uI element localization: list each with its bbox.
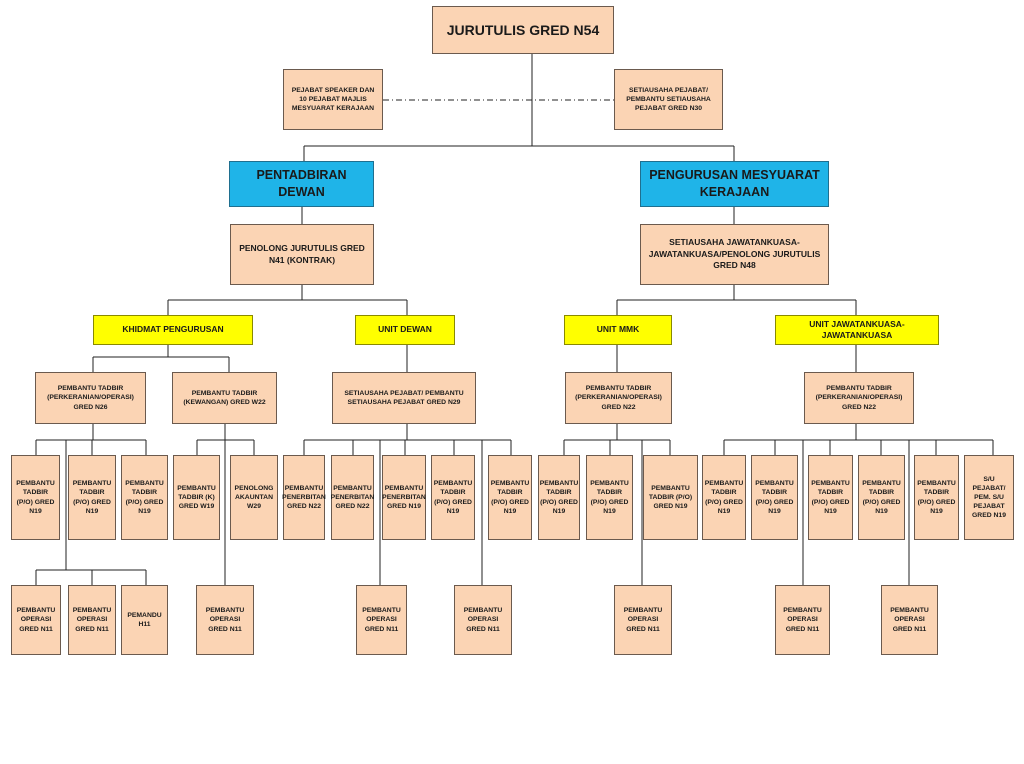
leaf-label: PEMBANTU TADBIR (P/O) GRED N19 (125, 480, 164, 515)
sp-n29-label: SETIAUSAHA PEJABAT/ PEMBANTU SETIAUSAHA … (344, 389, 464, 406)
pengurusan-mesyuarat-box: PENGURUSAN MESYUARAT KERAJAAN (640, 161, 829, 207)
pt-n26-box: PEMBANTU TADBIR (PERKERANIAN/OPERASI) GR… (35, 372, 146, 424)
pt-mmk-n22-label: PEMBANTU TADBIR (PERKERANIAN/OPERASI) GR… (575, 385, 662, 411)
bottom-label: PEMBANTU OPERASI GRED N11 (362, 607, 401, 633)
leaf-label: PEMBANTU TADBIR (P/O) GRED N19 (917, 480, 956, 515)
unit-jawatankuasa-label: UNIT JAWATANKUASA-JAWATANKUASA (809, 318, 905, 340)
setiausaha-n48-label: SETIAUSAHA JAWATANKUASA-JAWATANKUASA/PEN… (648, 237, 821, 271)
leaf-box: PEMBANTU TADBIR (K) GRED W19 (173, 455, 220, 540)
bottom-box: PEMBANTU OPERASI GRED N11 (196, 585, 254, 655)
bottom-box: PEMBANTU OPERASI GRED N11 (775, 585, 830, 655)
bottom-label: PEMBANTU OPERASI GRED N11 (16, 607, 56, 633)
leaf-label: PEMBANTU TADBIR (P/O) GRED N19 (490, 480, 530, 515)
pentadbiran-dewan-box: PENTADBIRAN DEWAN (229, 161, 374, 207)
pentadbiran-dewan-label: PENTADBIRAN DEWAN (256, 168, 347, 199)
leaf-box: PEMBANTU PENERBITAN GRED N22 (282, 455, 326, 540)
leaf-box: PEMBANTU TADBIR (P/O) GRED N19 (808, 455, 853, 540)
bottom-box: PEMANDU H11 (121, 585, 168, 655)
leaf-box: PEMBANTU PENERBITAN GRED N19 (382, 455, 426, 540)
bottom-label: PEMBANTU OPERASI GRED N11 (783, 607, 822, 633)
bottom-box: PEMBANTU OPERASI GRED N11 (68, 585, 116, 655)
leaf-box: PEMBANTU TADBIR (P/O) GRED N19 (431, 455, 475, 540)
pt-n26-label: PEMBANTU TADBIR (PERKERANIAN/OPERASI) GR… (47, 385, 134, 411)
speaker-office-label: PEJABAT SPEAKER DAN 10 PEJABAT MAJLIS ME… (291, 86, 375, 113)
leaf-label: S/U PEJABAT/ PEM. S/U PEJABAT GRED N19 (972, 475, 1006, 520)
leaf-box: PEMBANTU TADBIR (P/O) GRED N19 (68, 455, 116, 540)
leaf-label: PEMBANTU TADBIR (K) GRED W19 (177, 484, 216, 511)
speaker-office-box: PEJABAT SPEAKER DAN 10 PEJABAT MAJLIS ME… (283, 69, 383, 130)
unit-jawatankuasa-box: UNIT JAWATANKUASA-JAWATANKUASA (775, 315, 939, 345)
bottom-box: PEMBANTU OPERASI GRED N11 (11, 585, 61, 655)
bottom-label: PEMBANTU OPERASI GRED N11 (890, 607, 929, 633)
pt-w22-box: PEMBANTU TADBIR (KEWANGAN) GRED W22 (172, 372, 277, 424)
leaf-label: PEMBANTU TADBIR (P/O) GRED N19 (811, 480, 850, 515)
pt-jk-n22-label: PEMBANTU TADBIR (PERKERANIAN/OPERASI) GR… (815, 385, 903, 411)
pengurusan-mesyuarat-label: PENGURUSAN MESYUARAT KERAJAAN (649, 168, 820, 199)
unit-mmk-label: UNIT MMK (596, 324, 640, 335)
leaf-label: PEMBANTU TADBIR (P/O) GRED N19 (539, 480, 579, 515)
leaf-label: PEMBANTU PENERBITAN GRED N22 (282, 484, 326, 511)
bottom-label: PEMBANTU OPERASI GRED N11 (463, 607, 503, 633)
leaf-box: PEMBANTU TADBIR (P/O) GRED N19 (858, 455, 905, 540)
penolong-n41-box: PENOLONG JURUTULIS GRED N41 (KONTRAK) (230, 224, 374, 285)
leaf-label: PEMBANTU PENERBITAN GRED N19 (382, 484, 426, 511)
leaf-label: PEMBANTU TADBIR (P/O) GRED N19 (433, 480, 473, 515)
bottom-label: PEMBANTU OPERASI GRED N11 (72, 607, 112, 633)
bottom-label: PEMANDU H11 (127, 611, 162, 628)
leaf-box: PEMBANTU TADBIR (P/O) GRED N19 (488, 455, 532, 540)
leaf-box: PEMBANTU TADBIR (P/O) GRED N19 (11, 455, 60, 540)
leaf-box: PEMBANTU TADBIR (P/O) GRED N19 (914, 455, 959, 540)
leaf-label: PEMBANTU TADBIR (P/O) GRED N19 (16, 480, 55, 515)
root-box: JURUTULIS GRED N54 (432, 6, 614, 54)
leaf-box: PEMBANTU TADBIR (P/O) GRED N19 (586, 455, 633, 540)
bottom-box: PEMBANTU OPERASI GRED N11 (881, 585, 938, 655)
penolong-n41-label: PENOLONG JURUTULIS GRED N41 (KONTRAK) (239, 243, 365, 265)
leaf-box: PEMBANTU TADBIR (P/O) GRED N19 (538, 455, 580, 540)
leaf-box: PEMBANTU TADBIR (P/O) GRED N19 (121, 455, 168, 540)
leaf-label: PENOLONG AKAUNTAN W29 (234, 484, 274, 511)
leaf-box: PEMBANTU TADBIR (P/O) GRED N19 (751, 455, 798, 540)
pt-w22-label: PEMBANTU TADBIR (KEWANGAN) GRED W22 (183, 389, 266, 406)
leaf-label: PEMBANTU TADBIR (P/O) GRED N19 (704, 480, 744, 515)
pt-jk-n22-box: PEMBANTU TADBIR (PERKERANIAN/OPERASI) GR… (804, 372, 914, 424)
unit-mmk-box: UNIT MMK (564, 315, 672, 345)
leaf-label: PEMBANTU TADBIR (P/O) GRED N19 (862, 480, 901, 515)
unit-dewan-label: UNIT DEWAN (378, 324, 432, 335)
leaf-box: PEMBANTU PENERBITAN GRED N22 (331, 455, 374, 540)
setiausaha-n48-box: SETIAUSAHA JAWATANKUASA-JAWATANKUASA/PEN… (640, 224, 829, 285)
khidmat-pengurusan-box: KHIDMAT PENGURUSAN (93, 315, 253, 345)
pt-mmk-n22-box: PEMBANTU TADBIR (PERKERANIAN/OPERASI) GR… (565, 372, 672, 424)
sp-n29-box: SETIAUSAHA PEJABAT/ PEMBANTU SETIAUSAHA … (332, 372, 476, 424)
leaf-label: PEMBANTU TADBIR (P/O) GRED N19 (648, 484, 693, 511)
khidmat-pengurusan-label: KHIDMAT PENGURUSAN (122, 324, 224, 335)
leaf-label: PEMBANTU TADBIR (P/O) GRED N19 (72, 480, 112, 515)
bottom-box: PEMBANTU OPERASI GRED N11 (614, 585, 672, 655)
leaf-box: S/U PEJABAT/ PEM. S/U PEJABAT GRED N19 (964, 455, 1014, 540)
bottom-label: PEMBANTU OPERASI GRED N11 (623, 607, 663, 633)
leaf-box: PEMBANTU TADBIR (P/O) GRED N19 (702, 455, 746, 540)
bottom-box: PEMBANTU OPERASI GRED N11 (454, 585, 512, 655)
leaf-box: PENOLONG AKAUNTAN W29 (230, 455, 278, 540)
leaf-label: PEMBANTU PENERBITAN GRED N22 (330, 484, 375, 511)
secretary-n30-label: SETIAUSAHA PEJABAT/ PEMBANTU SETIAUSAHA … (626, 86, 711, 113)
leaf-label: PEMBANTU TADBIR (P/O) GRED N19 (590, 480, 629, 515)
unit-dewan-box: UNIT DEWAN (355, 315, 455, 345)
leaf-box: PEMBANTU TADBIR (P/O) GRED N19 (643, 455, 698, 540)
secretary-n30-box: SETIAUSAHA PEJABAT/ PEMBANTU SETIAUSAHA … (614, 69, 723, 130)
bottom-label: PEMBANTU OPERASI GRED N11 (205, 607, 245, 633)
root-label: JURUTULIS GRED N54 (446, 21, 600, 38)
bottom-box: PEMBANTU OPERASI GRED N11 (356, 585, 407, 655)
leaf-label: PEMBANTU TADBIR (P/O) GRED N19 (755, 480, 794, 515)
